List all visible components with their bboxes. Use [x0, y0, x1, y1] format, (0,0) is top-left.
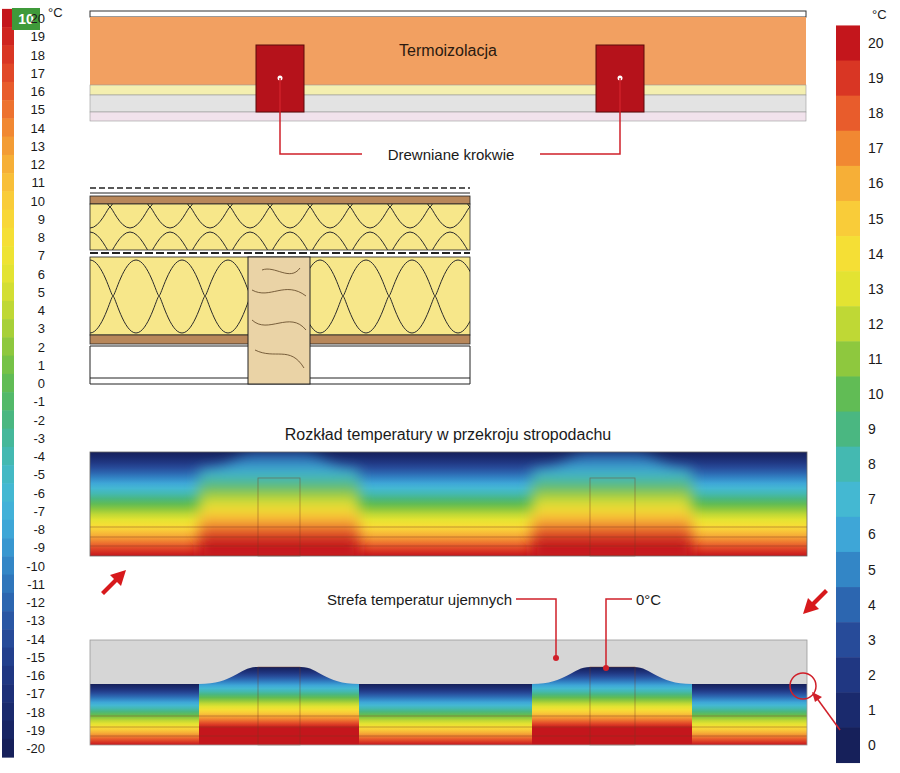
- scale-value: -8: [33, 523, 45, 536]
- thermal-map: [90, 452, 807, 560]
- scale-value: 13: [868, 282, 884, 296]
- scale-value: 4: [38, 304, 45, 317]
- roof-schematic: [90, 11, 806, 154]
- thermal-map-zero-isotherm: [90, 640, 807, 750]
- scale-value: 19: [868, 71, 884, 85]
- scale-value: 14: [868, 247, 884, 261]
- part-label: Drewniane krokwie: [384, 147, 519, 162]
- scale-value: -9: [33, 541, 45, 554]
- scale-value: 7: [868, 492, 876, 506]
- node-text: Termoizolacja: [399, 42, 497, 60]
- scale-value: 13: [31, 139, 45, 152]
- scale-value: 15: [31, 103, 45, 116]
- roof-section-drawing: [90, 188, 470, 384]
- scale-value: 20: [868, 36, 884, 50]
- scale-value: 18: [868, 106, 884, 120]
- scale-value: 8: [38, 231, 45, 244]
- scale-value: 19: [31, 30, 45, 43]
- scale-value: -16: [26, 669, 45, 682]
- scale-value: 3: [868, 633, 876, 647]
- color-scale: [836, 25, 860, 763]
- scale-value: -2: [33, 413, 45, 426]
- scale-value: 7: [38, 249, 45, 262]
- scale-value: 17: [868, 141, 884, 155]
- scale-value: -7: [33, 504, 45, 517]
- scale-value: -13: [26, 614, 45, 627]
- scale-value: -15: [26, 650, 45, 663]
- scale-value: 4: [868, 598, 876, 612]
- scale-value: 1: [868, 703, 876, 717]
- scale-value: 6: [38, 267, 45, 280]
- scale-value: 16: [31, 85, 45, 98]
- scale-value: -3: [33, 431, 45, 444]
- scale-value: -6: [33, 486, 45, 499]
- scale-value: 1: [38, 358, 45, 371]
- scale-value: 5: [868, 563, 876, 577]
- scale-value: 9: [38, 212, 45, 225]
- scale-value: 5: [38, 285, 45, 298]
- scale-value: 18: [31, 48, 45, 61]
- scale-value: -5: [33, 468, 45, 481]
- scale-value: -1: [33, 395, 45, 408]
- scale-value: -14: [26, 632, 45, 645]
- scale-value: 12: [868, 317, 884, 331]
- scale-value: 10: [31, 194, 45, 207]
- scale-value: 3: [38, 322, 45, 335]
- scale-value: -19: [26, 723, 45, 736]
- scale-value: -12: [26, 596, 45, 609]
- diagram-title: Rozkład temperatury w przekroju stropoda…: [285, 427, 611, 443]
- scale-value: -10: [26, 559, 45, 572]
- scale-value: 2: [868, 668, 876, 682]
- unit-label: °C: [48, 6, 63, 19]
- scale-value: 12: [31, 158, 45, 171]
- scale-value: -4: [33, 450, 45, 463]
- scale-value: 14: [31, 121, 45, 134]
- scale-value: 2: [38, 340, 45, 353]
- scale-value: 17: [31, 66, 45, 79]
- color-scale: [2, 9, 14, 758]
- isotherm-label: 0°C: [636, 592, 661, 607]
- scale-value: 10: [868, 387, 884, 401]
- scale-value: -18: [26, 705, 45, 718]
- scale-value: 9: [868, 422, 876, 436]
- scale-value: 16: [868, 176, 884, 190]
- callout-leaders: [101, 570, 840, 730]
- unit-label: °C: [872, 8, 887, 21]
- scale-value: 11: [868, 352, 883, 366]
- scale-value: 8: [868, 457, 876, 471]
- scale-value: 0: [38, 377, 45, 390]
- scale-value: -11: [27, 577, 45, 590]
- scale-value: 0: [868, 738, 876, 752]
- scale-value: 15: [868, 212, 884, 226]
- scale-value: -20: [26, 742, 45, 755]
- zone-label: Strefa temperatur ujemnych: [327, 592, 512, 607]
- insulation-band: Termoizolacja: [90, 17, 806, 85]
- scale-value: -17: [26, 687, 45, 700]
- scale-value: 20: [31, 12, 45, 25]
- scale-value: 11: [32, 176, 46, 189]
- scale-value: 6: [868, 527, 876, 541]
